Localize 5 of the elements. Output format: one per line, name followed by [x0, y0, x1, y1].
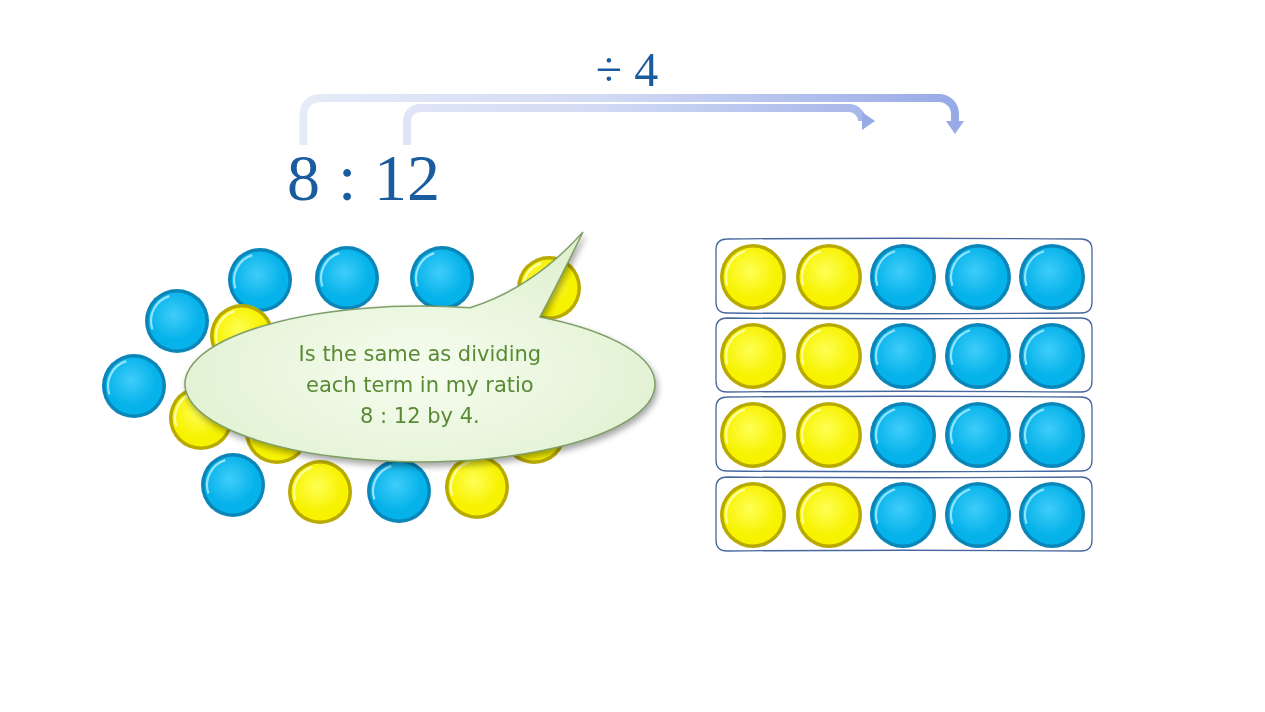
ratio-separator: : [338, 145, 357, 211]
bubble-text: Is the same as dividing each term in my ratio 8 : 12 by 4. [297, 341, 543, 430]
ratio-term: 8 [287, 145, 320, 211]
ratio-term: 12 [374, 145, 440, 211]
arrow [299, 94, 964, 145]
